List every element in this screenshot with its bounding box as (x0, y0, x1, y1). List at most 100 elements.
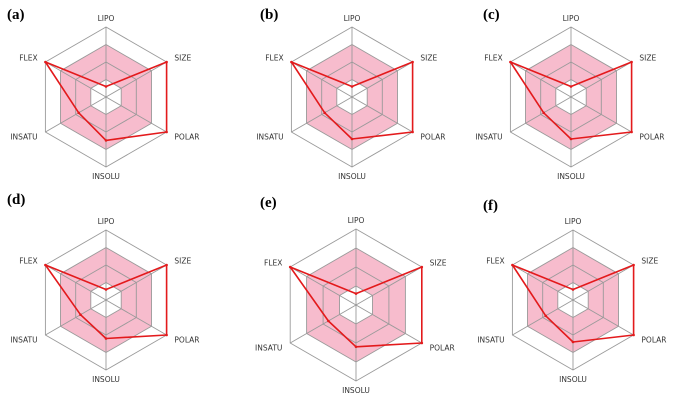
axis-spoke (291, 96, 353, 133)
axis-spoke (512, 299, 574, 336)
axis-label-size: SIZE (641, 257, 658, 266)
axis-spoke (510, 96, 572, 133)
data-point-flex (511, 263, 514, 267)
axis-label-polar: POLAR (420, 133, 445, 142)
axis-label-lipo: LIPO (348, 216, 365, 225)
data-point-polar (632, 333, 635, 337)
data-point-insolu (569, 137, 573, 141)
axis-spoke (512, 264, 574, 301)
data-point-polar (411, 130, 414, 134)
axis-label-insolu: INSOLU (342, 386, 370, 395)
axis-label-size: SIZE (430, 259, 447, 268)
data-point-size (630, 60, 633, 64)
axis-label-insatu: INSATU (10, 133, 37, 142)
panel-label-e: (e) (260, 195, 277, 211)
axis-label-flex: FLEX (486, 257, 504, 266)
axis-label-flex: FLEX (265, 54, 283, 63)
axis-spoke (45, 96, 107, 133)
axis-spoke (105, 61, 167, 98)
axis-spoke (289, 304, 357, 344)
data-point-insolu (104, 139, 108, 142)
axis-label-lipo: LIPO (98, 217, 115, 226)
axis-label-size: SIZE (420, 54, 437, 63)
panel-label-c: (c) (483, 7, 500, 23)
data-point-insatu (542, 111, 545, 115)
data-point-insolu (571, 340, 575, 344)
axis-label-insolu: INSOLU (559, 375, 587, 384)
data-point-size (411, 60, 414, 64)
axis-label-polar: POLAR (174, 336, 199, 345)
axis-label-insatu: INSATU (475, 133, 502, 142)
axis-spoke (45, 299, 107, 336)
data-point-insolu (354, 345, 358, 349)
data-point-size (165, 60, 168, 64)
data-point-insatu (327, 319, 330, 323)
axis-label-flex: FLEX (19, 257, 37, 266)
data-point-flex (509, 60, 512, 64)
axis-label-insatu: INSATU (10, 336, 37, 345)
axis-label-size: SIZE (174, 54, 191, 63)
axis-label-insolu: INSOLU (92, 172, 120, 181)
axis-label-size: SIZE (174, 257, 191, 266)
data-point-insolu (104, 337, 108, 340)
data-point-polar (630, 130, 633, 134)
axis-spoke (510, 61, 572, 98)
optimal-range-band (60, 247, 152, 353)
panel-label-b: (b) (260, 7, 278, 23)
axis-label-polar: POLAR (639, 133, 664, 142)
data-point-size (632, 263, 635, 267)
axis-label-lipo: LIPO (565, 217, 582, 226)
axis-label-polar: POLAR (430, 344, 455, 353)
axis-label-insolu: INSOLU (557, 172, 585, 181)
axis-label-flex: FLEX (19, 54, 37, 63)
data-point-insolu (350, 137, 354, 141)
radar-panel-a: LIPO SIZE POLAR INSOLU INSATU FLEX (a) (7, 7, 200, 181)
data-point-lipo (350, 85, 354, 88)
panel-label-f: (f) (483, 198, 498, 214)
data-point-insatu (323, 111, 327, 115)
data-point-insatu (77, 111, 80, 115)
data-point-lipo (104, 288, 108, 291)
data-point-lipo (104, 85, 108, 88)
data-point-flex (44, 60, 47, 64)
axis-spoke (355, 304, 423, 344)
axis-spoke (570, 96, 632, 133)
axis-label-insolu: INSOLU (338, 172, 366, 181)
data-point-size (165, 263, 168, 267)
axis-spoke (291, 61, 353, 98)
data-point-flex (44, 263, 47, 267)
data-point-lipo (569, 85, 573, 88)
axis-spoke (355, 266, 423, 306)
axis-label-lipo: LIPO (98, 14, 115, 23)
optimal-range-band (527, 247, 619, 353)
axis-label-size: SIZE (639, 54, 656, 63)
data-point-flex (290, 60, 293, 64)
axis-label-lipo: LIPO (344, 14, 361, 23)
axis-label-polar: POLAR (641, 336, 666, 345)
panel-label-a: (a) (7, 7, 25, 23)
axis-spoke (105, 299, 167, 336)
data-point-insatu (79, 313, 82, 317)
data-point-insatu (544, 314, 547, 318)
panel-label-d: (d) (7, 192, 25, 208)
axis-spoke (45, 61, 107, 98)
data-point-flex (288, 265, 292, 269)
axis-label-insatu: INSATU (255, 344, 282, 353)
axis-label-insatu: INSATU (477, 336, 504, 345)
data-point-polar (420, 341, 424, 345)
axis-spoke (289, 266, 357, 306)
optimal-range-band (306, 248, 406, 362)
axis-label-polar: POLAR (174, 133, 199, 142)
axis-spoke (351, 61, 413, 98)
axis-spoke (45, 264, 107, 301)
axis-spoke (351, 96, 413, 133)
data-point-size (420, 265, 424, 269)
data-point-polar (165, 333, 168, 337)
optimal-range-band (60, 44, 152, 150)
axis-label-lipo: LIPO (563, 14, 580, 23)
